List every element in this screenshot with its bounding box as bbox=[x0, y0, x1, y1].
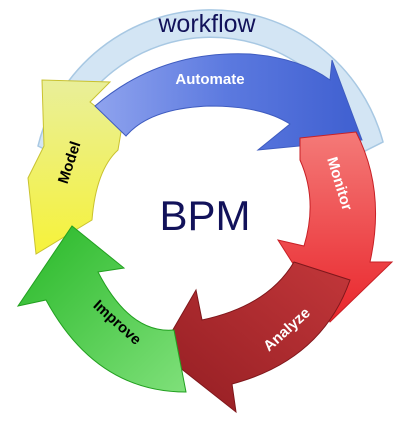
diagram-title: workflow bbox=[157, 10, 256, 38]
automate-arrow bbox=[94, 53, 363, 151]
workflow-band bbox=[37, 9, 384, 158]
center-label: BPM bbox=[159, 192, 250, 239]
stage-label-automate: Automate bbox=[175, 71, 244, 88]
analyze-arrow bbox=[159, 261, 351, 414]
improve-arrow bbox=[16, 225, 187, 393]
